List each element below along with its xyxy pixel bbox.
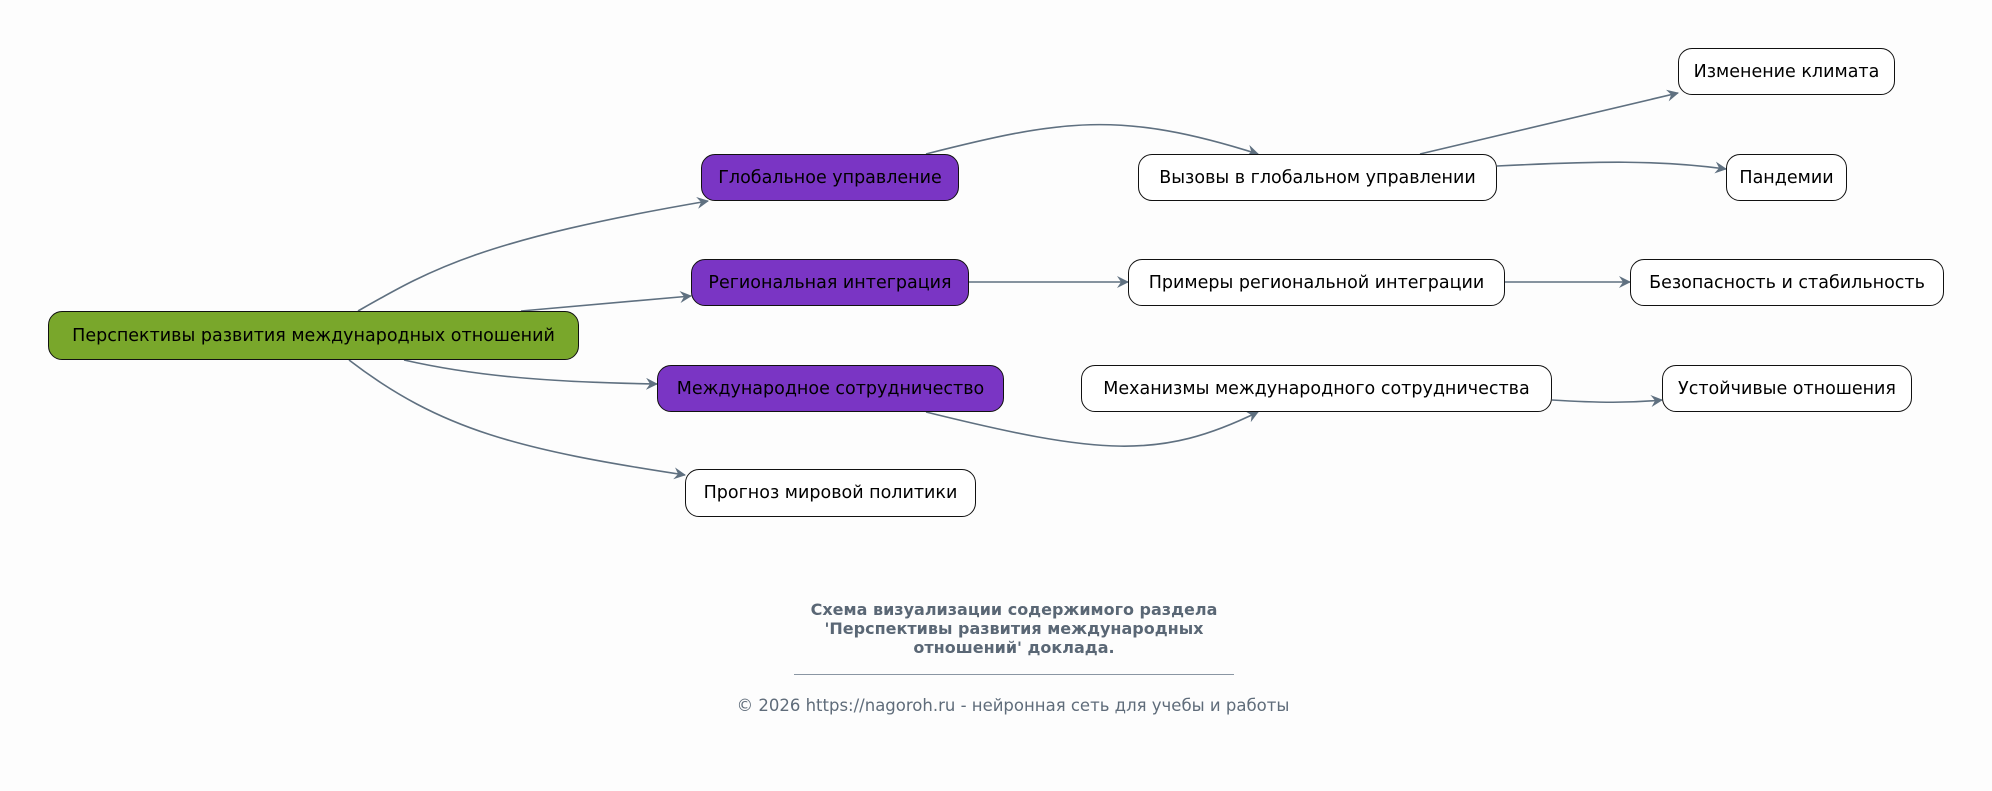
node-label: Прогноз мировой политики [703, 483, 958, 503]
node-label: Перспективы развития международных отнош… [72, 325, 555, 346]
caption-divider [794, 674, 1234, 675]
edge-mechanisms-sustainable [1551, 395, 1663, 407]
node-label: Региональная интеграция [708, 272, 952, 293]
node-label: Вызовы в глобальном управлении [1159, 167, 1476, 188]
node-pandemics[interactable]: Пандемии [1726, 154, 1847, 201]
node-label: Международное сотрудничество [676, 378, 985, 399]
node-label: Пандемии [1739, 167, 1834, 188]
caption-line: 'Перспективы развития международных [824, 619, 1204, 638]
node-challenges[interactable]: Вызовы в глобальном управлении [1138, 154, 1497, 201]
node-mechanisms[interactable]: Механизмы международного сотрудничества [1081, 365, 1552, 412]
node-examples[interactable]: Примеры региональной интеграции [1128, 259, 1505, 306]
edge-cooperation-mechanisms [925, 411, 1259, 447]
node-intl-cooperation[interactable]: Международное сотрудничество [657, 365, 1004, 412]
node-label: Механизмы международного сотрудничества [1103, 378, 1530, 399]
edge-challenges-pandemics [1496, 161, 1727, 174]
node-root[interactable]: Перспективы развития международных отнош… [48, 311, 579, 360]
edge-challenges-climate [1419, 89, 1679, 155]
node-label: Устойчивые отношения [1678, 378, 1896, 399]
edge-root-regional [520, 290, 692, 312]
node-security[interactable]: Безопасность и стабильность [1630, 259, 1944, 306]
node-global-governance[interactable]: Глобальное управление [701, 154, 959, 201]
node-label: Изменение климата [1693, 61, 1880, 82]
diagram-caption: Схема визуализации содержимого раздела '… [792, 600, 1236, 657]
node-forecast[interactable]: Прогноз мировой политики [685, 469, 976, 517]
edge-root-global [357, 196, 709, 312]
edge-global-challenges [925, 123, 1259, 157]
node-regional-integration[interactable]: Региональная интеграция [691, 259, 969, 306]
node-label: Глобальное управление [718, 167, 942, 188]
copyright-text: © 2026 https://nagoroh.ru - нейронная се… [736, 696, 1290, 715]
caption-line: Схема визуализации содержимого раздела [810, 600, 1218, 619]
node-label: Безопасность и стабильность [1649, 272, 1925, 293]
edge-root-cooperation [403, 359, 658, 390]
node-sustainable[interactable]: Устойчивые отношения [1662, 365, 1912, 412]
node-label: Примеры региональной интеграции [1148, 272, 1485, 293]
edge-root-forecast [348, 359, 686, 480]
node-climate[interactable]: Изменение климата [1678, 48, 1895, 95]
caption-line: отношений' доклада. [913, 638, 1115, 657]
